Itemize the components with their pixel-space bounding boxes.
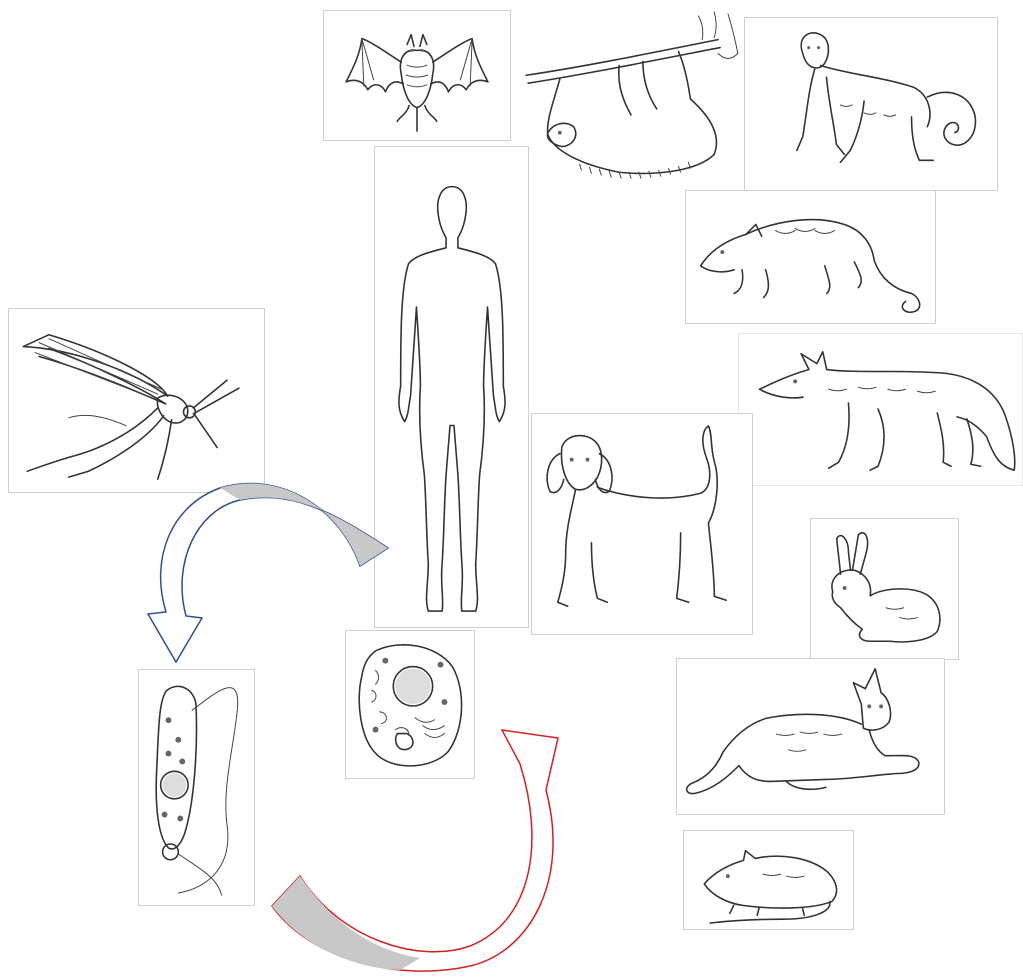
sandfly-icon — [9, 309, 264, 492]
bat-icon — [324, 11, 510, 140]
cat-card — [676, 658, 945, 815]
human-card — [374, 146, 529, 628]
monkey-icon — [745, 18, 997, 190]
monkey-card — [744, 17, 998, 191]
amastigote-icon — [346, 631, 474, 778]
fox-icon — [739, 334, 1022, 485]
promastigote-card — [138, 669, 255, 906]
opossum-card — [685, 190, 936, 324]
bat-card — [323, 10, 511, 141]
dog-icon — [532, 414, 752, 634]
amastigote-card — [345, 630, 475, 779]
human-silhouette-icon — [375, 147, 528, 627]
sloth-icon — [520, 6, 746, 196]
opossum-icon — [686, 191, 935, 323]
rabbit-card — [810, 518, 959, 660]
blue-arrow-shaded-band — [220, 483, 388, 566]
rabbit-icon — [811, 519, 958, 659]
red-arrow-shaded-band — [272, 876, 420, 970]
rat-icon — [684, 831, 853, 929]
promastigote-icon — [139, 670, 254, 905]
cat-icon — [677, 659, 944, 814]
sandfly-card — [8, 308, 265, 493]
dog-card — [531, 413, 753, 635]
rat-card — [683, 830, 854, 930]
sloth-card — [519, 5, 747, 197]
fox-card — [738, 333, 1023, 486]
